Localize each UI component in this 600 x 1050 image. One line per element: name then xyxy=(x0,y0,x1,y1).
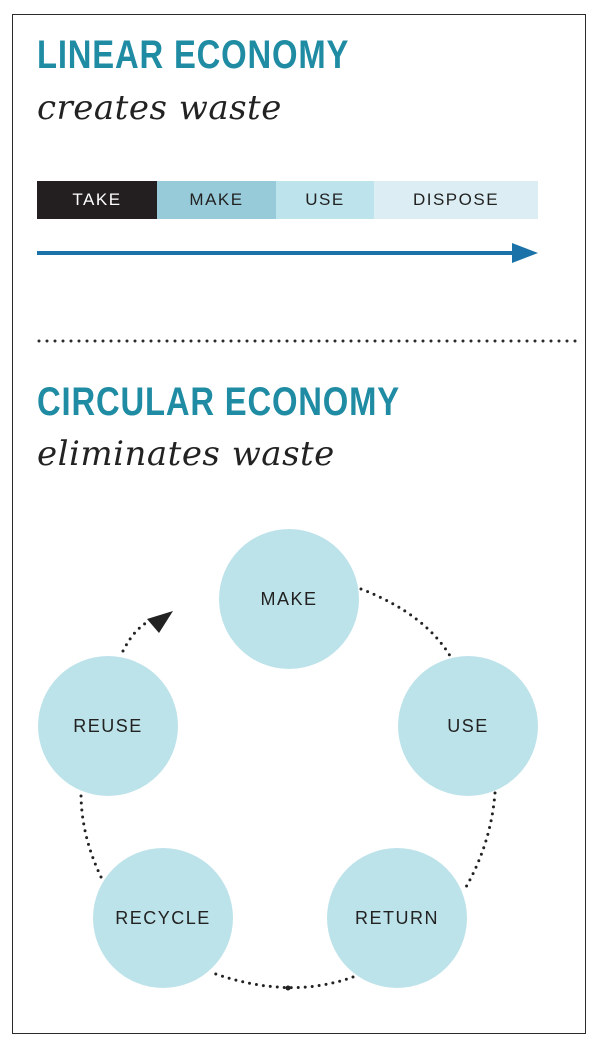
cycle-node-reuse: REUSE xyxy=(38,656,178,796)
linear-step-make: MAKE xyxy=(157,181,276,219)
cycle-node-recycle: RECYCLE xyxy=(93,848,233,988)
cycle-node-label: REUSE xyxy=(73,716,143,736)
connector-make-use xyxy=(359,587,455,663)
linear-step-label: TAKE xyxy=(72,190,122,209)
cycle-node-return: RETURN xyxy=(327,848,467,988)
linear-step-take: TAKE xyxy=(37,181,157,219)
connector-return-recycle xyxy=(211,971,355,990)
cycle-node-label: RECYCLE xyxy=(115,908,211,928)
linear-step-label: DISPOSE xyxy=(412,190,500,209)
cycle-node-use: USE xyxy=(398,656,538,796)
diagram-canvas: MAKE USE RETURN RECYCLE REUSE xyxy=(37,243,581,991)
cycle-node-label: RETURN xyxy=(355,908,439,928)
cycle-node-make: MAKE xyxy=(219,529,359,669)
cycle-node-label: USE xyxy=(447,716,489,736)
connector-reuse-make xyxy=(121,617,155,653)
linear-step-label: MAKE xyxy=(189,190,244,209)
cycle-node-label: MAKE xyxy=(260,589,317,609)
linear-economy-subtitle: creates waste xyxy=(37,88,282,128)
linear-economy-title: LINEAR ECONOMY xyxy=(37,33,350,77)
connector-midpoint-dot xyxy=(285,985,291,991)
linear-step-label: USE xyxy=(305,190,345,209)
circular-economy-title: CIRCULAR ECONOMY xyxy=(37,380,400,424)
cycle-arrowhead xyxy=(147,611,173,633)
linear-step-dispose: DISPOSE xyxy=(374,181,538,219)
linear-arrow-head xyxy=(512,243,538,263)
infographic-frame: LINEAR ECONOMY creates waste TAKE MAKE U… xyxy=(12,14,586,1034)
connector-recycle-reuse xyxy=(79,791,103,879)
circular-economy-subtitle: eliminates waste xyxy=(37,434,335,474)
linear-step-use: USE xyxy=(276,181,374,219)
connector-use-return xyxy=(464,791,497,889)
